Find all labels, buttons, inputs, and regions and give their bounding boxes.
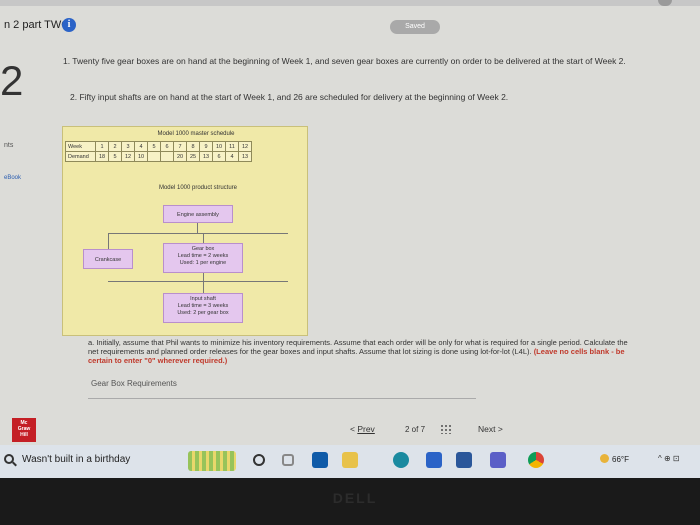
week-header: Week	[65, 141, 96, 152]
weather-temperature[interactable]: 66°F	[612, 455, 629, 464]
demand-cell: 4	[225, 151, 239, 162]
structure-title: Model 1000 product structure	[158, 185, 238, 191]
demand-cell: 18	[95, 151, 109, 162]
demand-cell	[147, 151, 161, 162]
connector-line	[203, 233, 204, 243]
next-label: Next	[478, 424, 496, 434]
gear-box-requirements-label: Gear Box Requirements	[91, 379, 177, 388]
question-a-warning: (Leave no cells blank - be certain to en…	[88, 347, 625, 365]
week-cell: 11	[225, 141, 239, 152]
teams-icon[interactable]	[490, 452, 506, 468]
gearbox-leadtime: Lead time = 2 weeks	[177, 253, 229, 259]
demand-cell: 13	[199, 151, 213, 162]
engine-assembly-node: Engine assembly	[163, 205, 233, 223]
connector-line	[108, 233, 288, 234]
week-cell: 3	[121, 141, 135, 152]
search-icon[interactable]	[4, 454, 14, 464]
connector-line	[197, 223, 198, 233]
demand-cell: 25	[186, 151, 200, 162]
connector-line	[203, 273, 204, 281]
demand-header: Demand	[65, 151, 96, 162]
mps-title: Model 1000 master schedule	[157, 131, 235, 137]
week-cell: 10	[212, 141, 226, 152]
demand-cell	[160, 151, 174, 162]
week-cell: 7	[173, 141, 187, 152]
demand-cell: 13	[238, 151, 252, 162]
question-a-text: a. Initially, assume that Phil wants to …	[88, 338, 628, 356]
browser-screen: n 2 part TWO i Saved 2 nts eBook 1. Twen…	[0, 0, 700, 478]
demand-cell: 12	[121, 151, 135, 162]
info-icon[interactable]: i	[62, 18, 76, 32]
crankcase-node: Crankcase	[83, 249, 133, 269]
scroll-knob[interactable]	[658, 0, 672, 6]
prev-button[interactable]: < Prev	[350, 424, 375, 434]
grid-view-icon[interactable]	[440, 424, 452, 434]
news-widget-icon[interactable]	[188, 451, 236, 471]
week-cell: 1	[95, 141, 109, 152]
week-cell: 5	[147, 141, 161, 152]
taskbar-search-text[interactable]: Wasn't built in a birthday	[22, 454, 131, 465]
file-explorer-icon[interactable]	[312, 452, 328, 468]
top-strip	[0, 0, 700, 6]
gearbox-node: Gear box Lead time = 2 weeks Used: 1 per…	[163, 243, 243, 273]
cortana-icon[interactable]	[253, 454, 265, 466]
problem-statement-1: 1. Twenty five gear boxes are on hand at…	[63, 56, 626, 66]
week-cell: 12	[238, 141, 252, 152]
edge-browser-icon[interactable]	[393, 452, 409, 468]
weather-icon[interactable]	[600, 454, 609, 463]
system-tray[interactable]: ^ ⊕ ⊡	[658, 454, 680, 463]
shaft-usage: Used: 2 per gear box	[177, 310, 229, 316]
ebook-link[interactable]: eBook	[4, 175, 22, 181]
week-cell: 2	[108, 141, 122, 152]
problem-statement-2: 2. Fifty input shafts are on hand at the…	[70, 92, 509, 102]
week-cell: 4	[134, 141, 148, 152]
shaft-leadtime: Lead time = 3 weeks	[177, 303, 229, 309]
week-row: Week 1 2 3 4 5 6 7 8 9 10 11 12	[65, 141, 252, 152]
folder-icon[interactable]	[342, 452, 358, 468]
dell-logo: DELL	[332, 490, 378, 506]
input-shaft-node: Input shaft Lead time = 3 weeks Used: 2 …	[163, 293, 243, 323]
demand-cell: 10	[134, 151, 148, 162]
word-icon[interactable]	[456, 452, 472, 468]
saved-badge: Saved	[390, 20, 440, 34]
question-a: a. Initially, assume that Phil wants to …	[88, 338, 628, 365]
task-view-icon[interactable]	[282, 454, 294, 466]
chrome-icon[interactable]	[528, 452, 544, 468]
demand-cell: 5	[108, 151, 122, 162]
week-cell: 9	[199, 141, 213, 152]
mcgraw-hill-logo: Mc Graw Hill	[12, 418, 36, 442]
gearbox-name: Gear box	[191, 246, 215, 252]
gearbox-usage: Used: 1 per engine	[179, 260, 227, 266]
demand-cell: 20	[173, 151, 187, 162]
question-number: 2	[0, 57, 24, 104]
connector-line	[108, 233, 109, 249]
assignment-title: n 2 part TWO	[4, 19, 70, 31]
demand-cell: 6	[212, 151, 226, 162]
store-icon[interactable]	[426, 452, 442, 468]
problem-figure: Model 1000 master schedule Week 1 2 3 4 …	[62, 126, 308, 336]
next-button[interactable]: Next >	[478, 424, 503, 434]
windows-taskbar: Wasn't built in a birthday 66°F ^ ⊕ ⊡	[0, 445, 700, 478]
connector-line	[108, 281, 288, 282]
week-cell: 6	[160, 141, 174, 152]
master-schedule-table: Week 1 2 3 4 5 6 7 8 9 10 11 12 Demand 1…	[65, 141, 252, 162]
sidebar-label-points: nts	[4, 142, 14, 149]
shaft-name: Input shaft	[190, 296, 216, 302]
section-divider	[88, 398, 476, 399]
connector-line	[203, 281, 204, 293]
week-cell: 8	[186, 141, 200, 152]
demand-row: Demand 18 5 12 10 20 25 13 6 4 13	[65, 151, 252, 162]
prev-label: Prev	[357, 424, 375, 434]
page-count: 2 of 7	[405, 425, 426, 434]
